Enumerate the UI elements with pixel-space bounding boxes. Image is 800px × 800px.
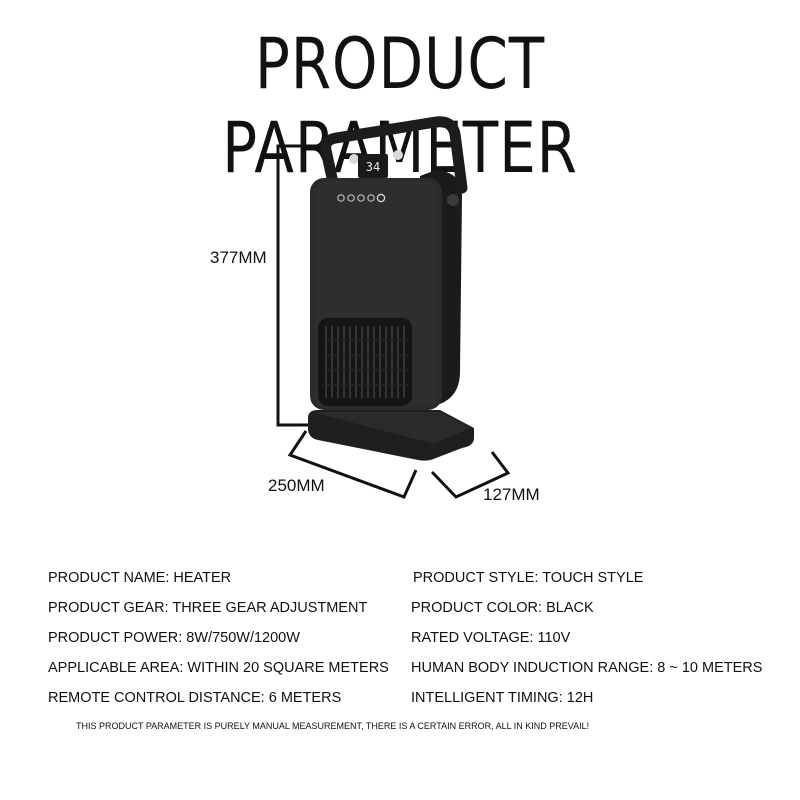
spec-product-style: PRODUCT STYLE: TOUCH STYLE bbox=[413, 570, 644, 586]
touch-button-4 bbox=[367, 194, 375, 202]
spec-product-name: PRODUCT NAME: HEATER bbox=[48, 570, 232, 586]
spec-product-power: PRODUCT POWER: 8W/750W/1200W bbox=[48, 630, 300, 646]
product-figure: 34 bbox=[276, 116, 511, 499]
spec-row: REMOTE CONTROL DISTANCE: 6 METERS INTELL… bbox=[48, 690, 768, 710]
spec-remote-distance: REMOTE CONTROL DISTANCE: 6 METERS bbox=[48, 690, 342, 706]
touch-button-1 bbox=[337, 194, 345, 202]
spec-applicable-area: APPLICABLE AREA: WITHIN 20 SQUARE METERS bbox=[48, 660, 389, 676]
height-dimension-line bbox=[276, 144, 322, 427]
carry-handle bbox=[320, 116, 468, 194]
spec-row: PRODUCT NAME: HEATER PRODUCT STYLE: TOUC… bbox=[48, 570, 768, 590]
depth-label: 127MM bbox=[483, 485, 540, 504]
disclaimer-note: THIS PRODUCT PARAMETER IS PURELY MANUAL … bbox=[76, 721, 590, 731]
spec-induction-range: HUMAN BODY INDUCTION RANGE: 8 ~ 10 METER… bbox=[411, 660, 763, 676]
page-title: PRODUCT PARAMETER bbox=[222, 23, 578, 189]
width-dimension-line bbox=[287, 430, 418, 499]
height-label: 377MM bbox=[210, 248, 267, 267]
heater-base bbox=[308, 410, 474, 461]
spec-row: PRODUCT GEAR: THREE GEAR ADJUSTMENT PROD… bbox=[48, 600, 768, 620]
spec-rated-voltage: RATED VOLTAGE: 110V bbox=[411, 630, 571, 646]
touch-buttons bbox=[337, 193, 386, 203]
width-label: 250MM bbox=[268, 476, 325, 495]
spec-product-color: PRODUCT COLOR: BLACK bbox=[411, 600, 594, 616]
spec-intelligent-timing: INTELLIGENT TIMING: 12H bbox=[411, 690, 594, 706]
heater-grille bbox=[318, 318, 412, 406]
touch-button-3 bbox=[357, 194, 365, 202]
spec-row: APPLICABLE AREA: WITHIN 20 SQUARE METERS… bbox=[48, 660, 768, 680]
display-readout: 34 bbox=[366, 160, 380, 174]
spec-product-gear: PRODUCT GEAR: THREE GEAR ADJUSTMENT bbox=[48, 600, 368, 616]
digital-display bbox=[358, 154, 388, 178]
depth-dimension-line bbox=[430, 451, 511, 499]
side-knob bbox=[447, 194, 459, 206]
spec-row: PRODUCT POWER: 8W/750W/1200W RATED VOLTA… bbox=[48, 630, 768, 650]
power-button bbox=[376, 193, 386, 203]
touch-button-2 bbox=[347, 194, 355, 202]
